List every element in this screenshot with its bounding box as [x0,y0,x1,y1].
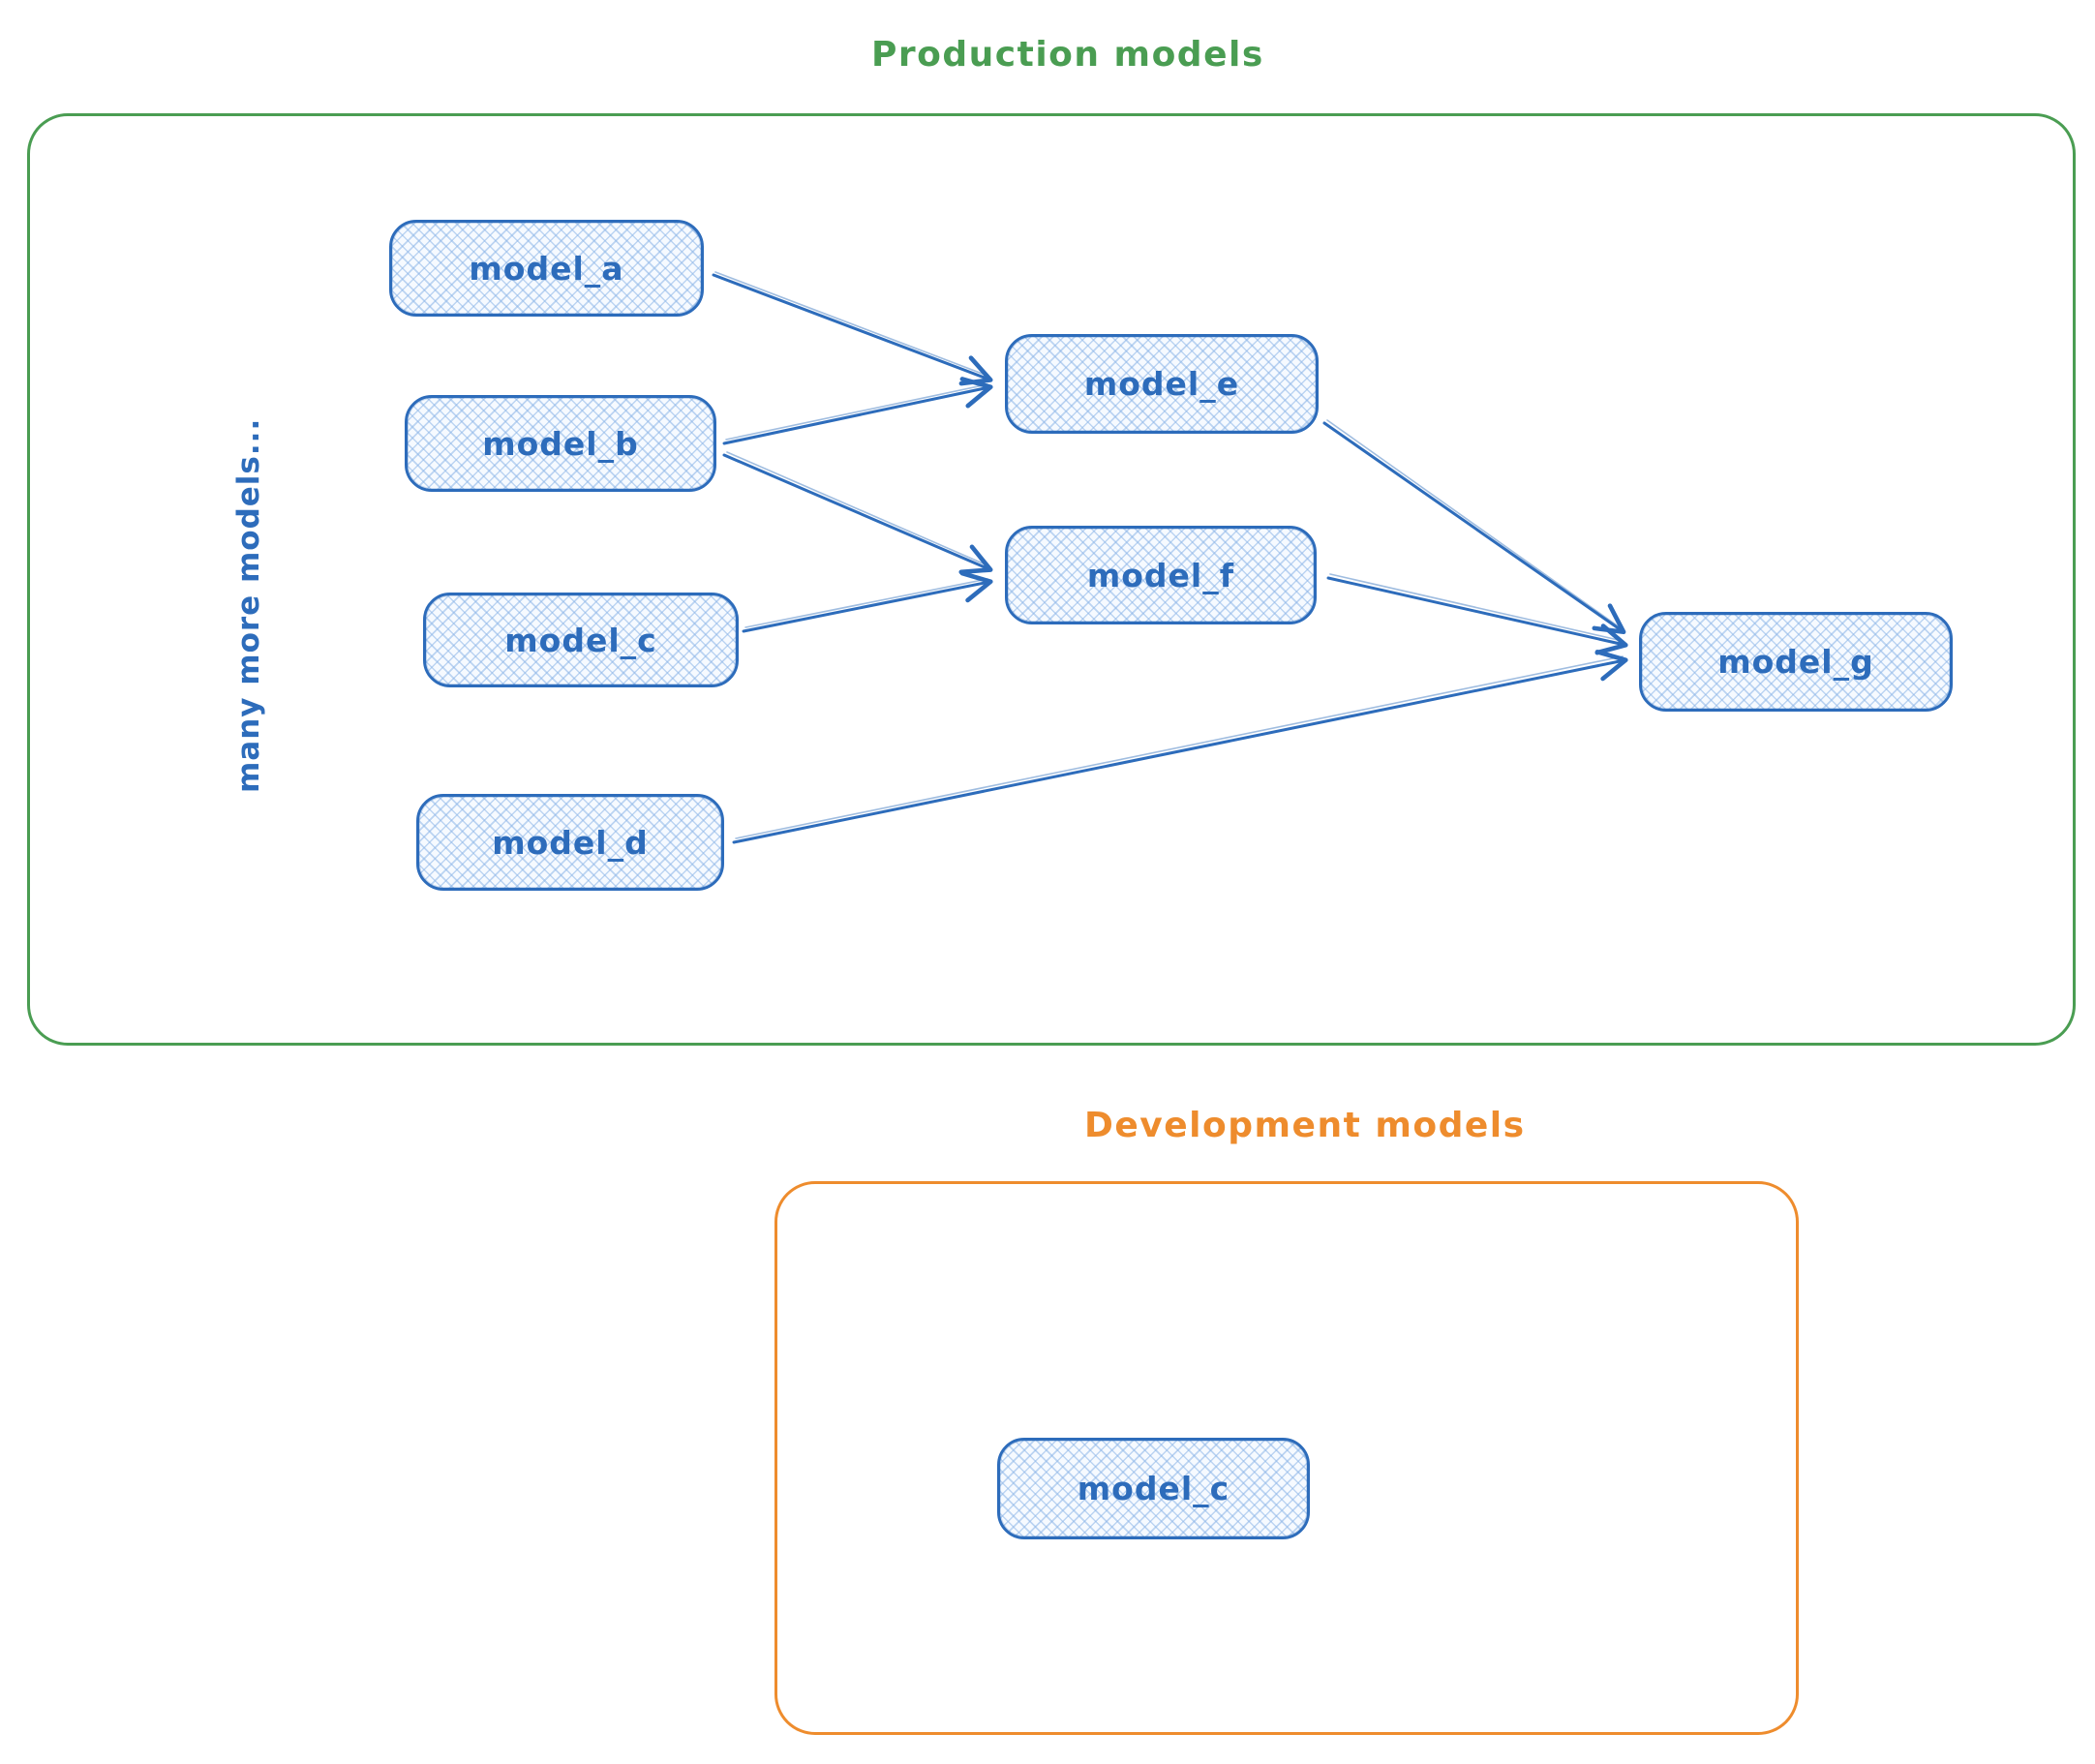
development-group-container [774,1181,1799,1735]
node-model_e-label: model_e [1083,365,1240,403]
node-model_a: model_a [389,220,704,317]
node-model_f-label: model_f [1086,556,1235,594]
development-group-title: Development models [1084,1106,1526,1145]
node-model_d: model_d [416,794,724,891]
node-model_b-label: model_b [482,424,639,463]
node-model_c-development: model_c [997,1438,1310,1539]
node-model_g: model_g [1639,612,1953,712]
node-model_a-label: model_a [469,249,624,288]
node-model_c-label: model_c [504,621,657,659]
production-group-title: Production models [871,35,1264,75]
node-model_d-label: model_d [492,823,649,862]
node-model_f: model_f [1005,526,1317,624]
node-model_g-label: model_g [1717,643,1874,681]
node-model_b: model_b [405,395,716,492]
many-more-models-note: many more models... [231,417,266,793]
node-model_c-development-label: model_c [1077,1470,1230,1507]
node-model_c: model_c [423,593,739,687]
production-group-container [27,113,2076,1046]
node-model_e: model_e [1005,334,1319,434]
